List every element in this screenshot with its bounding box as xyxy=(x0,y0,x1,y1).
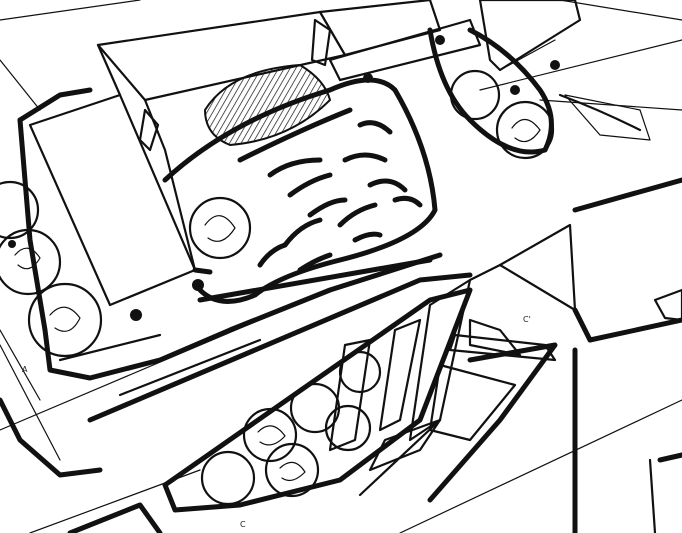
tree-building xyxy=(130,73,373,321)
tree-cluster-left xyxy=(0,180,103,358)
label-a: A xyxy=(22,365,28,374)
bottom-left-streets xyxy=(0,397,163,533)
main-building xyxy=(28,0,582,307)
label-c-prime: C' xyxy=(523,315,531,324)
pavilion-structure xyxy=(328,278,558,503)
hedge-patch xyxy=(203,63,332,147)
upper-left-plaza xyxy=(17,87,443,381)
annotations: A C' C xyxy=(22,315,531,529)
lower-right-area xyxy=(468,177,682,533)
label-c: C xyxy=(240,520,246,529)
road-strip xyxy=(87,257,473,423)
tree-cluster-right xyxy=(435,35,560,160)
